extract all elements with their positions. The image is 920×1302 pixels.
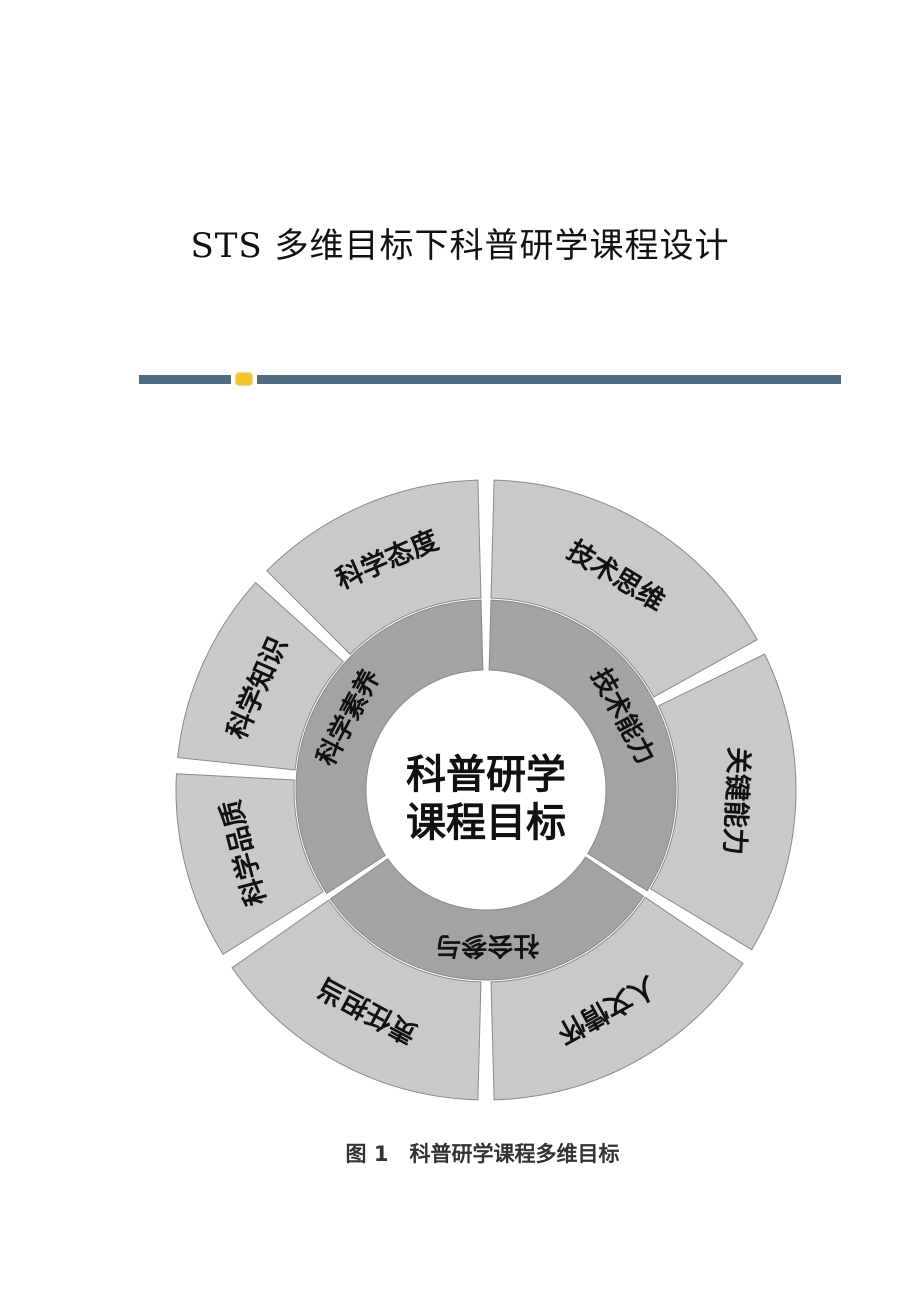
outer-segment: [175, 773, 324, 955]
document-title: STS 多维目标下科普研学课程设计: [190, 226, 730, 266]
center-title-line1: 科普研学: [406, 752, 566, 798]
outer-segment: [177, 581, 345, 771]
outer-segment: [490, 479, 758, 698]
outer-segment: [649, 653, 797, 951]
divider-ornament-icon: [236, 373, 252, 385]
outer-segment: [231, 899, 482, 1101]
outer-segment: [266, 479, 482, 655]
inner-segment: [295, 599, 484, 895]
outer-segment: [490, 896, 744, 1101]
center-title-line2: 课程目标: [406, 800, 566, 846]
outer-label: 关键能力: [718, 746, 755, 855]
divider-right: [257, 375, 841, 384]
center-circle: [368, 672, 604, 908]
divider-left: [139, 375, 231, 384]
figure-caption: 图 1 科普研学课程多维目标: [345, 1142, 620, 1166]
inner-label: 社会参与: [435, 930, 539, 962]
inner-segment: [329, 856, 645, 981]
inner-segment: [488, 599, 677, 892]
